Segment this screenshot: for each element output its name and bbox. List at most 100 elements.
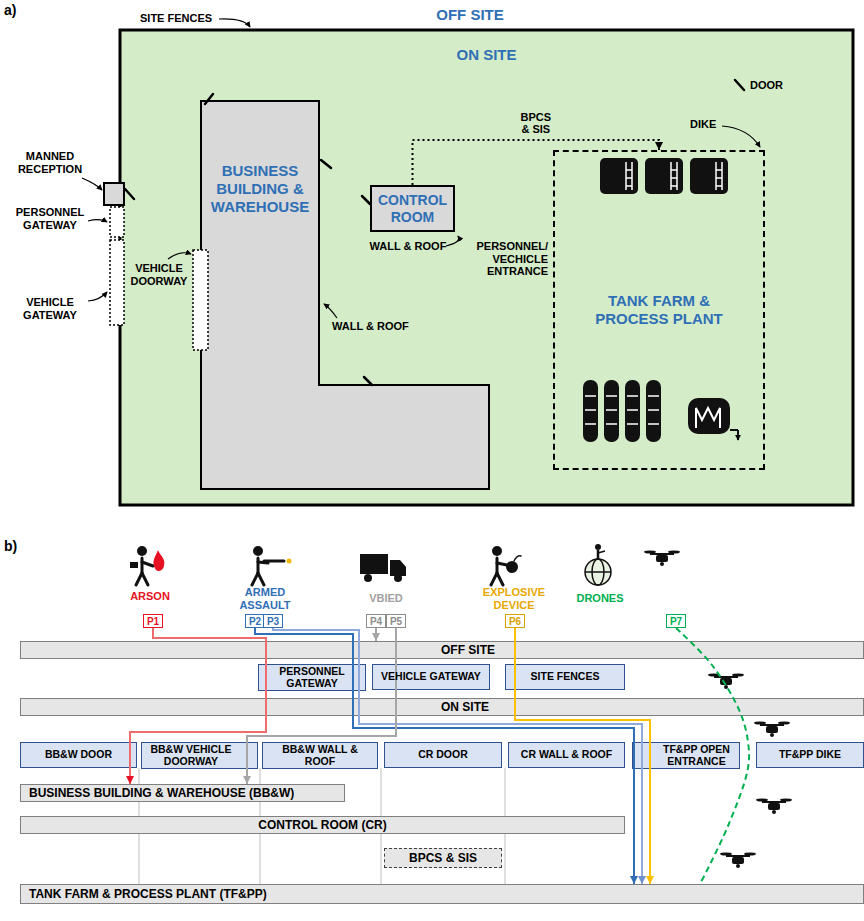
tank-ladder [671,177,677,179]
drone-icon [644,550,680,566]
process-column [604,380,619,442]
reception-booth [104,183,124,205]
tank-ladder [721,162,723,190]
globe-operator-icon [597,550,600,559]
leader-arrow [82,178,102,190]
barrier-box: CR DOOR [384,742,502,768]
door-symbol [125,80,744,385]
leader-arrow [88,292,107,301]
process-column [583,380,598,442]
building-outline: BUSINESS BUILDING & WAREHOUSE [200,100,490,490]
site-ground [120,30,853,505]
armed-assault-icon [264,560,284,563]
explosive-device-icon [497,573,503,585]
leader-arrow [722,126,760,147]
barrier-box: SITE FENCES [505,664,625,690]
column-tray [585,409,596,411]
tank-ladder [716,177,722,179]
node-text: PERSONNEL GATEWAY [262,666,362,689]
target-band: TANK FARM & PROCESS PLANT (TF&PP) [20,884,864,904]
building-shape [200,100,490,490]
reception-booth [104,183,124,205]
path-tag: P5 [386,614,406,628]
node-text: SITE FENCES [531,671,600,683]
node-text: OFF SITE [441,643,495,657]
vbied-truck-icon [390,560,406,576]
connector [130,628,266,784]
armed-assault-icon [257,558,260,573]
node-text: ON SITE [456,46,516,63]
leader-arrow [88,220,107,222]
threat-label: DRONES [570,592,630,605]
heat-exchanger [688,398,738,440]
connector [676,628,749,884]
building-shape [201,101,489,489]
node-text: TANK FARM & PROCESS PLANT (TF&PP) [29,887,267,901]
explosive-device-icon [496,558,499,573]
connector [255,628,634,884]
callout-label: VEHICLE DOORWAY [128,262,190,287]
process-column [583,380,661,442]
callout-label: WALL & ROOF [332,320,416,333]
door-symbol [362,196,370,204]
callout-label: SITE FENCES [140,12,230,25]
tank-ladder [626,185,632,187]
callout-label: PERSONNEL/ VECHICLE ENTRANCE [470,240,548,278]
column-tray [648,423,659,425]
tank-ladder [671,169,677,171]
callout-label: VEHICLE GATEWAY [4,296,96,321]
heat-exchanger [688,398,730,434]
node-text: CONTROL ROOM [372,192,453,224]
column-tray [648,395,659,397]
tank-ladder [670,162,672,190]
heat-exchanger [737,430,739,440]
node-text: VEHICLE GATEWAY [381,671,481,683]
armed-assault-icon [252,546,292,585]
threat-label: ARMED ASSAULT [230,586,300,611]
armed-assault-icon [253,546,263,556]
node-text: BUSINESS BUILDING & WAREHOUSE [200,162,320,216]
heat-exchanger [730,429,738,431]
node-text: BUSINESS BUILDING & WAREHOUSE (BB&W) [29,786,294,800]
node-text: P5 [390,616,402,627]
panel-letter: b) [4,538,34,554]
explosive-device-icon [506,561,518,573]
threat-label: VBIED [356,592,416,605]
gateway-symbol [110,207,208,350]
storage-tank [600,158,728,194]
connector [413,140,660,185]
path-tag: P4 [366,614,386,628]
arson-icon [130,546,164,585]
vbied-truck-icon [360,554,388,574]
node-text: BPCS & SIS [409,851,477,865]
arson-icon [142,573,148,585]
heat-exchanger [696,408,720,428]
connector [247,628,396,784]
tank-ladder [716,185,722,187]
node-text: BB&W DOOR [45,749,112,761]
node-text: P3 [267,616,279,627]
arson-icon [153,550,164,571]
node-text: BB&W WALL & ROOF [266,744,374,767]
target-band: BUSINESS BUILDING & WAREHOUSE (BB&W) [20,784,345,802]
path-tag: P7 [666,614,686,628]
door-symbol [125,189,134,199]
connector-label: BPCS & SIS [518,111,554,136]
node-text: CR WALL & ROOF [521,749,612,761]
tank-ladder [625,162,627,190]
vbied-truck-icon [360,554,406,582]
column-tray [627,395,638,397]
vbied-truck-icon [394,574,402,582]
tank-ladder [631,162,633,190]
node-text: TANK FARM & PROCESS PLANT [589,292,729,328]
barrier-box: PERSONNEL GATEWAY [258,664,366,691]
drone-icon [720,852,756,868]
node-text: ON SITE [441,700,489,714]
legend-text: DOOR [750,79,783,92]
door-symbol [205,94,213,104]
armed-assault-icon [252,573,258,585]
column-tray [648,409,659,411]
node-text: P4 [370,616,382,627]
arson-icon [141,558,144,573]
tank-farm-area: TANK FARM & PROCESS PLANT [553,150,765,470]
